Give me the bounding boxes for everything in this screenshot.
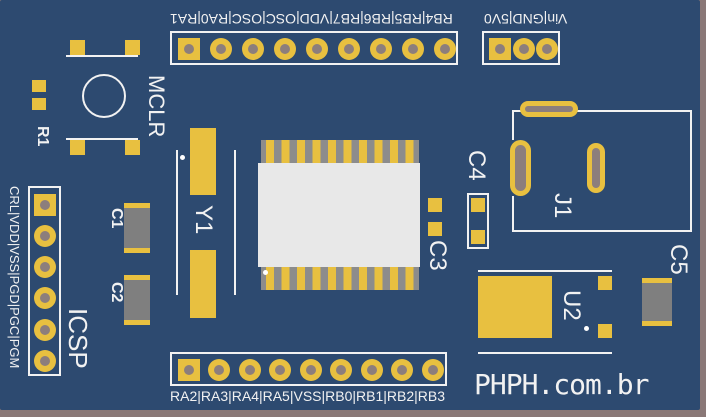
c4-pad: [471, 230, 485, 244]
c4-label: C4: [463, 150, 490, 181]
header-pin: [178, 359, 200, 381]
brand-label: PHPH.com.br: [474, 368, 649, 401]
y1-pad: [190, 128, 216, 195]
u2-label: U2: [558, 290, 585, 321]
j1-slot: [520, 101, 578, 117]
top-header-label: RB4|RB5|RB6|RB7|VDD|OSC|OSC|RA0|RA1: [170, 11, 453, 27]
bottom-header-label: RA2|RA3|RA4|RA5|VSS|RB0|RB1|RB2|RB3: [170, 388, 445, 404]
chip-pins-bottom: [266, 266, 414, 290]
header-pin: [361, 359, 383, 381]
header-pin: [306, 38, 328, 60]
power-header: [482, 31, 560, 65]
icsp-pins-label: CRL|VDD|VSS|PGD|PGC|PGM: [7, 186, 22, 369]
header-pin: [269, 359, 291, 381]
pin1-dot: [584, 326, 589, 331]
c5-label: C5: [665, 244, 692, 275]
power-header-label: Vin|GND|5V0: [484, 11, 568, 27]
u2-underline: [478, 352, 612, 354]
y1-pad: [190, 250, 216, 318]
chip-body: [258, 163, 420, 267]
chip-pins-top: [266, 140, 414, 164]
r1-label: R1: [34, 126, 51, 147]
header-pin: [489, 38, 511, 60]
c3-label: C3: [424, 240, 451, 271]
j1-outline-segment: [512, 110, 514, 140]
header-pin: [536, 38, 558, 60]
c5-capacitor: [642, 278, 672, 326]
header-pin: [513, 38, 535, 60]
c2-capacitor: [124, 275, 150, 325]
j1-outline-segment: [512, 196, 514, 232]
header-pin: [338, 38, 360, 60]
y1-label: Y1: [190, 205, 217, 235]
pcb-board: RB4|RB5|RB6|RB7|VDD|OSC|OSC|RA0|RA1 Vin|…: [0, 0, 700, 410]
header-pin: [370, 38, 392, 60]
header-pin: [300, 359, 322, 381]
header-pin: [34, 287, 56, 309]
c3-pad: [428, 222, 442, 236]
button-circle: [82, 74, 126, 118]
mclr-button: [66, 55, 138, 140]
pin1-dot: [180, 155, 185, 160]
header-pin: [34, 319, 56, 341]
u2-tab-pad: [478, 276, 552, 338]
header-pin: [391, 359, 413, 381]
mclr-label: MCLR: [144, 75, 169, 138]
header-pin: [274, 38, 296, 60]
header-pin: [178, 38, 200, 60]
header-pin: [434, 38, 456, 60]
button-pad: [125, 140, 140, 155]
icsp-title: ICSP: [63, 308, 93, 369]
header-pin: [422, 359, 444, 381]
icsp-header: [28, 186, 61, 376]
r1-pad: [32, 80, 46, 92]
header-pin: [330, 359, 352, 381]
button-pad: [70, 140, 85, 155]
header-pin: [34, 194, 56, 216]
c1-label: C1: [108, 208, 125, 229]
j1-outline: [512, 110, 692, 232]
button-pad: [125, 40, 140, 55]
bottom-header: [170, 352, 447, 386]
c4-outline: [467, 193, 489, 249]
button-pad: [70, 40, 85, 55]
header-pin: [239, 359, 261, 381]
r1-pad: [32, 98, 46, 110]
c3-pad: [428, 198, 442, 212]
header-pin: [34, 225, 56, 247]
u2-outline: [478, 270, 612, 340]
microcontroller-chip: [258, 140, 420, 290]
u2-pad: [598, 324, 612, 338]
j1-slot: [510, 140, 531, 196]
c1-capacitor: [124, 203, 150, 253]
c4-pad: [471, 198, 485, 212]
j1-slot: [587, 143, 605, 193]
pin1-dot: [263, 270, 268, 275]
header-pin: [208, 359, 230, 381]
j1-label: J1: [549, 193, 576, 219]
c2-label: C2: [108, 282, 125, 303]
header-pin: [242, 38, 264, 60]
header-pin: [210, 38, 232, 60]
u2-pad: [598, 276, 612, 290]
top-header: [170, 31, 458, 65]
header-pin: [402, 38, 424, 60]
y1-outline: [176, 150, 236, 295]
header-pin: [34, 350, 56, 372]
header-pin: [34, 256, 56, 278]
